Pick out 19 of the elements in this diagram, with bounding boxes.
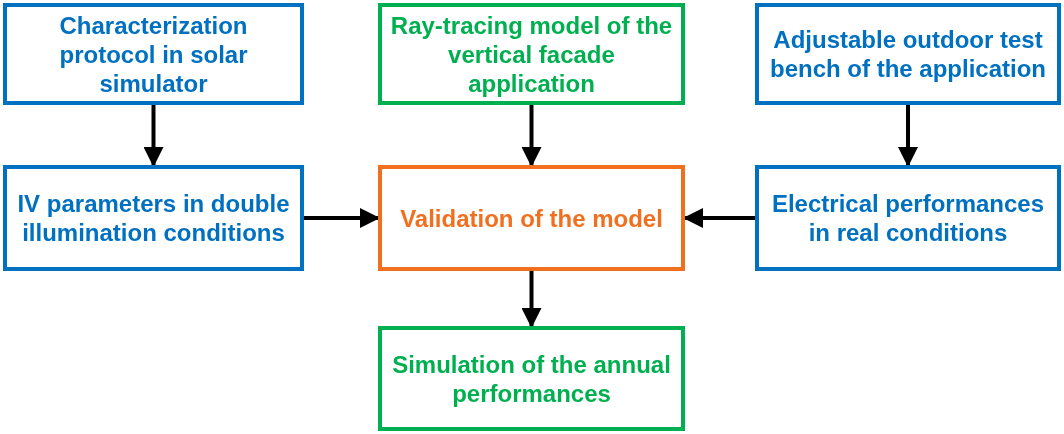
box-label: IV parameters in double illumination conditions xyxy=(16,189,291,247)
process-box xyxy=(3,3,304,105)
box-label: Validation of the model xyxy=(400,203,663,233)
process-box xyxy=(3,165,304,271)
arrow xyxy=(143,105,164,167)
arrow xyxy=(898,105,918,167)
box-label: Electrical performances in real conditions xyxy=(770,189,1046,247)
arrow xyxy=(304,208,380,228)
process-box xyxy=(755,3,1061,105)
box-label: Simulation of the annual performances xyxy=(391,349,672,408)
process-box xyxy=(378,165,685,271)
process-box xyxy=(378,3,685,105)
box-label: Adjustable outdoor test bench of the application xyxy=(769,25,1047,83)
arrow xyxy=(521,105,542,167)
arrow xyxy=(521,271,542,328)
process-box xyxy=(378,326,685,431)
box-label: Ray-tracing model of the vertical facade application xyxy=(390,10,673,98)
box-label: Characterization protocol in solar simulator xyxy=(58,10,249,98)
process-box xyxy=(755,165,1061,271)
